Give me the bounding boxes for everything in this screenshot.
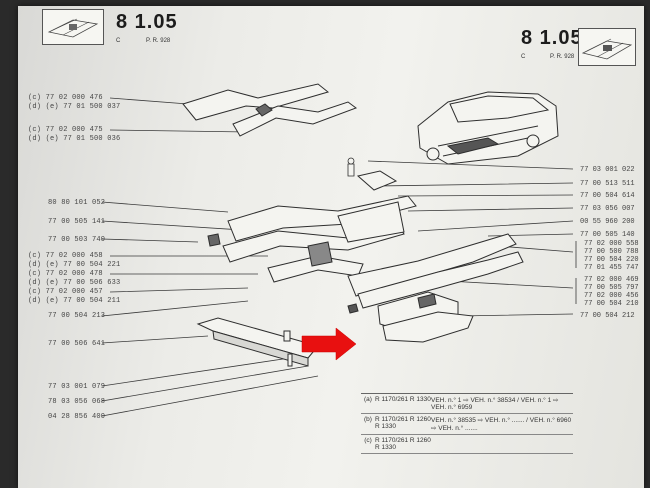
ref-left-1: (d) (e) 77 01 500 037 (28, 103, 121, 111)
chassis-thumbnail-right-drawing (581, 38, 633, 60)
page-code-right: 8 1.05 (521, 27, 583, 49)
ref-right-7: 77 00 500 788 (584, 248, 639, 256)
ref-left-2: (c) 77 02 000 475 (28, 126, 103, 134)
sub-c-right: C (521, 54, 526, 60)
ref-right-4: 00 55 960 200 (580, 218, 635, 226)
table-row-models: R 1170/261 R 1330 (375, 396, 431, 403)
table-row: (a) R 1170/261 R 1330 VEH. n.° 1 ⇨ VEH. … (361, 394, 573, 414)
sub-pr-right: P. R. 928 (550, 54, 575, 60)
applicability-table: (a) R 1170/261 R 1330 VEH. n.° 1 ⇨ VEH. … (361, 393, 573, 454)
sub-c-left: C (116, 38, 121, 44)
car-body-drawing (417, 91, 559, 165)
ref-left-11: (c) 77 02 000 457 (28, 288, 103, 296)
table-row-text: VEH. n.° 38535 ⇨ VEH. n.° ....... / VEH.… (431, 417, 572, 432)
ref-left-5: 77 00 505 141 (48, 218, 106, 226)
ref-left-3: (d) (e) 77 01 500 036 (28, 135, 121, 143)
sub-pr-left: P. R. 928 (146, 38, 171, 44)
ref-right-2: 77 00 504 614 (580, 192, 635, 200)
ref-right-8: 77 00 504 220 (584, 256, 639, 264)
ref-right-9: 77 01 455 747 (584, 264, 639, 272)
table-row-models: R 1170/261 R 1260 R 1330 (375, 416, 431, 430)
ref-left-16: 78 03 056 068 (48, 398, 106, 406)
ref-left-7: (c) 77 02 000 458 (28, 252, 103, 260)
highlight-arrow (301, 327, 357, 361)
ref-right-13: 77 00 504 210 (584, 300, 639, 308)
ref-right-14: 77 00 504 212 (580, 312, 635, 320)
chassis-thumbnail-left (42, 9, 104, 45)
ref-right-1: 77 00 513 511 (580, 180, 635, 188)
ref-left-15: 77 03 001 079 (48, 383, 106, 391)
ref-left-13: 77 00 504 213 (48, 312, 106, 320)
table-row-text (431, 437, 573, 451)
ref-left-10: (d) (e) 77 00 506 633 (28, 279, 121, 287)
ref-left-4: 80 80 101 052 (48, 199, 106, 207)
ref-right-0: 77 03 001 022 (580, 166, 635, 174)
exploded-diagram (101, 83, 577, 417)
chassis-thumbnail-left-drawing (47, 18, 99, 38)
ref-right-3: 77 03 056 007 (580, 205, 635, 213)
ref-left-8: (d) (e) 77 00 504 221 (28, 261, 121, 269)
ref-right-10: 77 02 000 469 (584, 276, 639, 284)
ref-right-6: 77 02 000 558 (584, 240, 639, 248)
ref-left-17: 04 28 856 400 (48, 413, 106, 421)
chassis-thumbnail-right (578, 28, 636, 66)
table-row-letter: (b) (364, 416, 372, 423)
table-row-letter: (c) (364, 437, 372, 444)
ref-left-6: 77 00 503 740 (48, 236, 106, 244)
ref-right-11: 77 00 505 797 (584, 284, 639, 292)
table-row-letter: (a) (364, 396, 372, 403)
table-row-models: R 1170/261 R 1260 R 1330 (375, 437, 431, 451)
ref-right-5: 77 00 505 140 (580, 231, 635, 239)
table-row: (b) R 1170/261 R 1260 R 1330 VEH. n.° 38… (361, 414, 573, 435)
ref-left-9: (c) 77 02 000 478 (28, 270, 103, 278)
ref-left-14: 77 00 506 641 (48, 340, 106, 348)
ref-left-12: (d) (e) 77 00 504 211 (28, 297, 121, 305)
table-row: (c) R 1170/261 R 1260 R 1330 (361, 435, 573, 454)
catalog-page: 8 1.05 C P. R. 928 8 1.05 C P. R. 928 (c… (18, 6, 644, 488)
page-code-left: 8 1.05 (116, 11, 178, 33)
ref-left-0: (c) 77 02 000 476 (28, 94, 103, 102)
table-row-text: VEH. n.° 1 ⇨ VEH. n.° 38534 / VEH. n.° 1… (431, 397, 559, 411)
ref-right-12: 77 02 000 456 (584, 292, 639, 300)
